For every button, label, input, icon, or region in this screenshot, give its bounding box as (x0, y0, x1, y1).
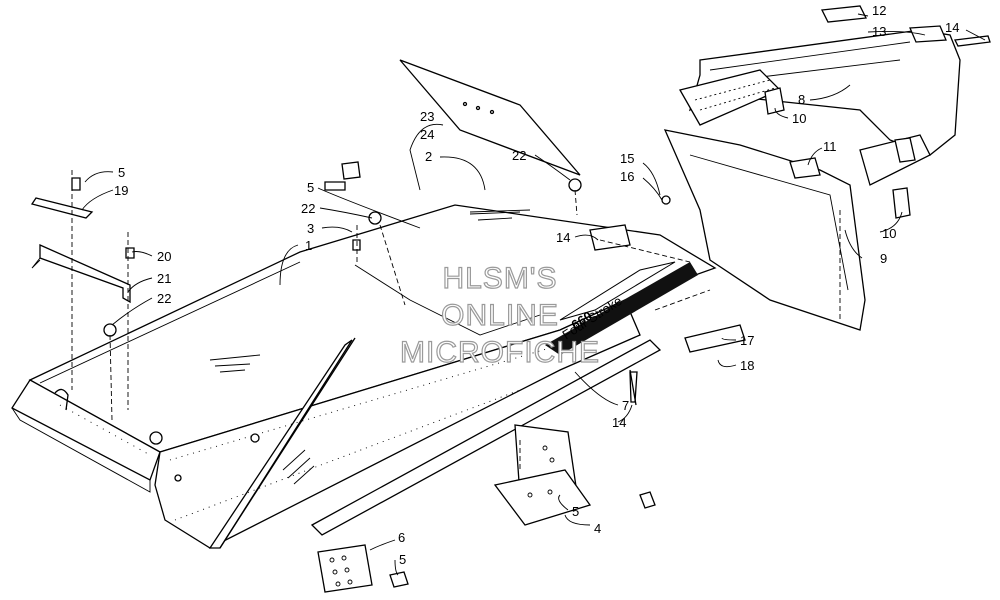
callout-23: 23 (420, 109, 434, 124)
small-plate (317, 544, 373, 593)
callout-6: 6 (398, 530, 405, 545)
bracket-plate (493, 424, 592, 526)
watermark-line3: MICROFICHE (400, 336, 600, 369)
callout-11: 11 (823, 139, 837, 154)
callouts: 5 19 20 21 22 1 5 22 3 2 23 24 22 14 15 … (114, 3, 959, 567)
callout-12: 12 (872, 3, 886, 18)
watermark: HLSM'S ONLINE MICROFICHE (399, 261, 600, 369)
callout-22: 22 (301, 201, 315, 216)
callout-5: 5 (307, 180, 314, 195)
flap-part (341, 59, 581, 180)
callout-15: 15 (620, 151, 634, 166)
watermark-line1: HLSM'S (442, 262, 557, 295)
callout-14: 14 (556, 230, 570, 245)
hardware (71, 5, 991, 588)
callout-14: 14 (945, 20, 959, 35)
rear-bumper (679, 29, 961, 186)
callout-17: 17 (740, 333, 754, 348)
callout-19: 19 (114, 183, 128, 198)
callout-21: 21 (157, 271, 171, 286)
callout-10: 10 (792, 111, 806, 126)
callout-16: 16 (620, 169, 634, 184)
callout-4: 4 (594, 521, 601, 536)
rear-flap (663, 129, 866, 331)
watermark-line2: ONLINE (441, 299, 559, 332)
callout-3: 3 (307, 221, 314, 236)
callout-24: 24 (420, 127, 434, 142)
callout-18: 18 (740, 358, 754, 373)
callout-20: 20 (157, 249, 171, 264)
callout-5: 5 (572, 504, 579, 519)
callout-10: 10 (882, 226, 896, 241)
callout-8: 8 (798, 92, 805, 107)
callout-14: 14 (612, 415, 626, 430)
callout-22: 22 (157, 291, 171, 306)
callout-1: 1 (305, 238, 312, 253)
callout-2: 2 (425, 149, 432, 164)
callout-5: 5 (399, 552, 406, 567)
tunnel-part (11, 204, 717, 549)
leader-lines (81, 13, 986, 576)
callout-22: 22 (512, 148, 526, 163)
left-brackets (30, 197, 131, 304)
assembly-lines (71, 170, 841, 470)
callout-13: 13 (872, 24, 886, 39)
callout-7: 7 (622, 398, 629, 413)
callout-5: 5 (118, 165, 125, 180)
callout-9: 9 (880, 251, 887, 266)
